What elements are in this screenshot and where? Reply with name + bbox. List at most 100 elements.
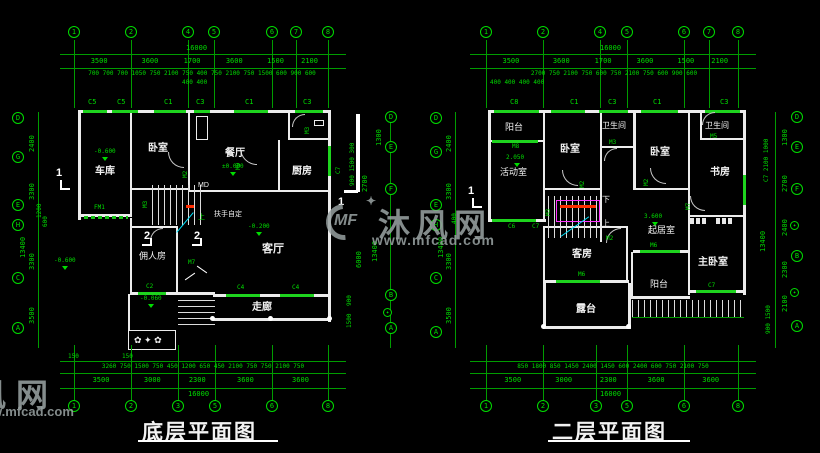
dim-value: 2400 [781,219,789,236]
axis-bubble: D [430,112,442,124]
wall [130,110,132,217]
dim-value: 3600 [702,376,720,384]
plan-title-ground: 底层平面图 [142,421,257,444]
wall [633,110,636,190]
entry-steps [178,300,215,326]
mf-logo-text: MF [334,212,358,229]
tag-c6: C6 [508,223,516,230]
wall [488,110,491,220]
dim-line [60,54,346,55]
dim-value: 3500 [90,57,108,65]
stairs [152,185,204,225]
axis-star-bubble: ✦ [790,288,799,297]
axis-line [709,40,710,108]
wall [188,110,190,192]
door-arc [606,228,621,243]
dim-value: 2100 [781,295,789,312]
dim-value: 600 [42,216,49,227]
axis-bubble: 2 [537,400,549,412]
watermark-site-name: 沐风网 [378,207,493,243]
tag-m2: M2 [182,170,189,178]
window-bar [705,110,740,113]
axis-bubble: C [12,272,24,284]
tag-fm1: FM1 [94,204,105,211]
axis-bubble: 3 [172,400,184,412]
closet-dashes [716,218,732,224]
dim-value: 3500 [28,307,36,324]
axis-bubble: 5 [208,26,220,38]
window-label: C1 [570,98,579,106]
window-label: C8 [510,98,519,106]
dim-value: 3000 [143,376,161,384]
dim-line [470,361,756,362]
dim-row-major: 3500 3600 1700 3600 1500 2100 [486,57,738,65]
wall [631,252,633,298]
level-outdoor: -0.600 [54,257,76,264]
garage-door [84,216,128,219]
room-label-activity: 活动室 [500,167,528,177]
tag-md: MD [198,182,209,189]
axis-star-bubble: ✦ [383,308,392,317]
dim-line [60,373,346,374]
wall [543,188,602,190]
dim-line-vert [455,112,456,348]
wall [188,190,331,192]
room-label-maid: 佣人房 [139,251,167,261]
tag-c7: C7 [335,166,342,174]
dim-value: 2400 [445,135,453,152]
section-mark-1: 1 [338,196,345,208]
dim-value: 1300 [375,129,383,146]
room-label-balcony: 阳台 [505,122,524,132]
dim-line [470,373,756,374]
handrail-note: 扶手自定 [214,211,242,218]
tag-m5: M5 [710,133,718,140]
axis-bubble: A [385,322,397,334]
wall [128,294,130,330]
dim-value: 1500 [267,57,284,65]
axis-bubble: A [430,326,442,338]
dim-row-minor: 700 700 700 1050 750 2100 750 400 750 21… [88,70,316,77]
plan-title-second: 二层平面图 [552,421,667,444]
dim-value: 3600 [237,376,254,384]
dim-value: 1700 [594,57,612,65]
room-label-dining: 餐厅 [225,148,245,159]
dim-value: C7 2100 1000 [763,138,770,182]
railing-line [632,317,744,318]
dim-total-right: 13400 [759,230,767,252]
planter-flower-icon: ✿ ✦ ✿ [134,335,162,345]
title-underline [548,440,690,442]
section-mark-2: 2 [144,230,151,242]
room-label-corridor: 走廊 [252,302,272,313]
wall [176,226,178,294]
wall [600,146,635,148]
dim-value: 3600 [552,57,570,65]
axis-bubble: B [791,250,803,262]
window-bar [640,250,680,253]
axis-bubble: C [430,272,442,284]
axis-bubble: 6 [266,400,278,412]
level-triangle [652,222,658,226]
level-dining: ±0.000 [222,163,244,170]
section-bar [472,198,474,208]
room-label-bedroom2: 卧室 [650,147,670,158]
planter-box [128,330,176,350]
window-label: C5 [88,98,97,106]
dim-value: 3500 [92,376,110,384]
axis-bubble: 7 [290,26,302,38]
wall [178,292,215,295]
railing [632,300,744,317]
dim-value: 3500 [502,57,520,65]
dim-value: 2100 [301,57,318,65]
axis-bubble: 2 [125,400,137,412]
dim-value: 3000 [555,376,573,384]
window-bar [494,110,539,113]
wall [278,140,280,190]
dim-value: 2700 [361,175,369,192]
door-arc [150,228,163,241]
dim-total-bottom: 16000 [600,390,622,398]
dim-value: 2300 [599,376,617,384]
wall [543,283,546,329]
dim-value: 3600 [292,376,309,384]
dim-value: 2400 [28,135,36,152]
axis-bubble: D [12,112,24,124]
